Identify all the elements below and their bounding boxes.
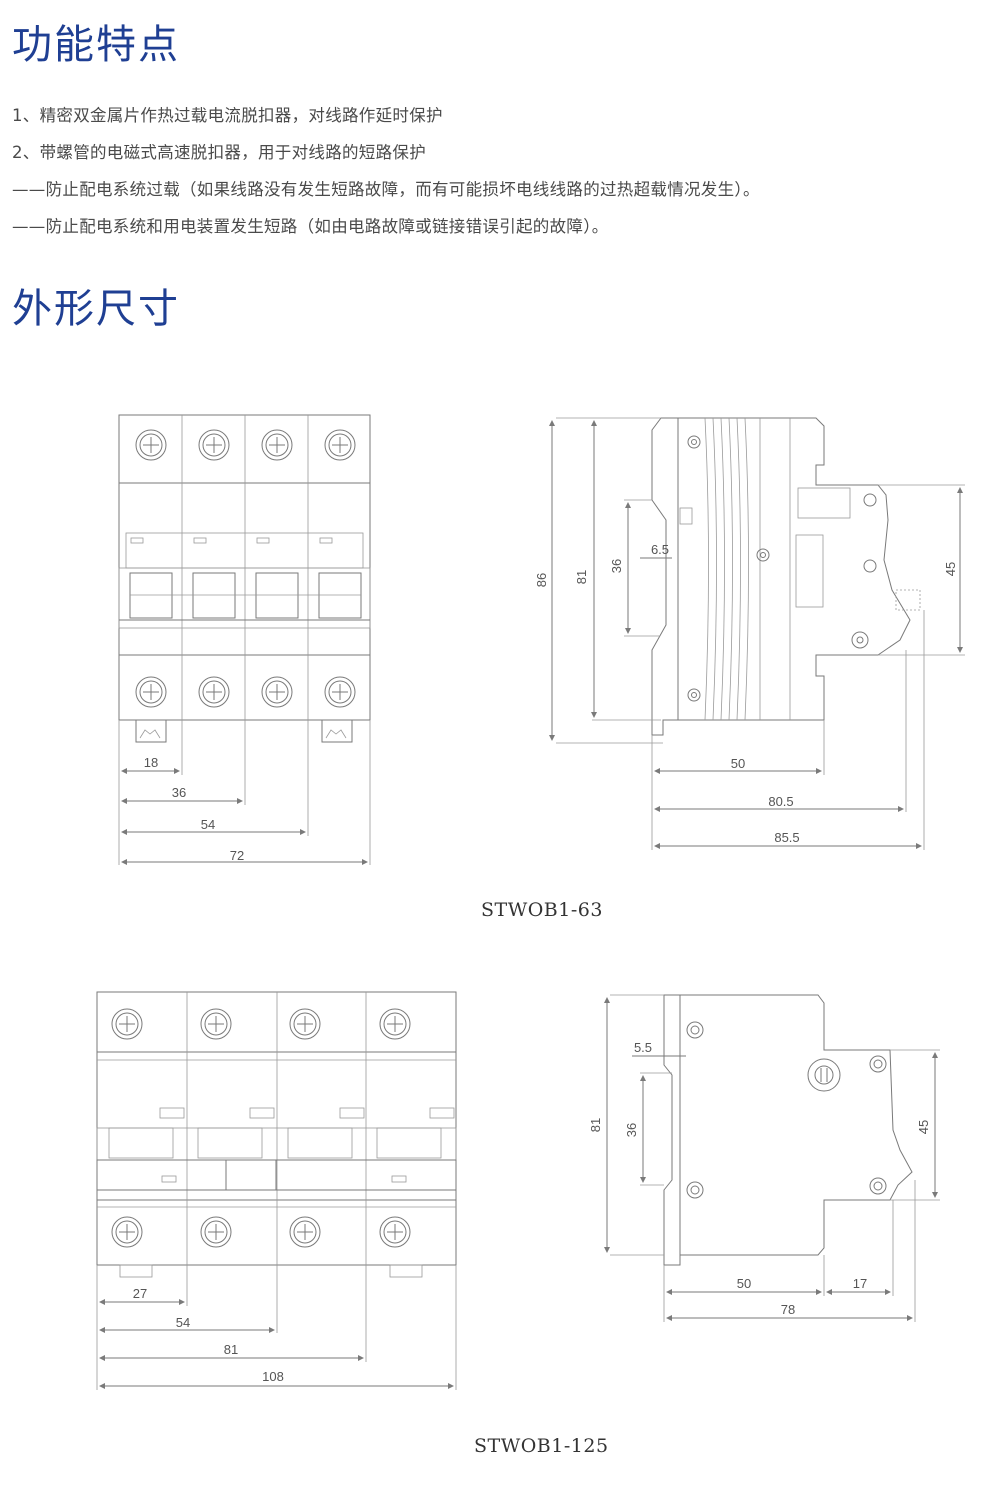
m1-side-dim-80.5: 80.5 bbox=[768, 794, 793, 809]
m2-front-dim-54: 54 bbox=[176, 1315, 190, 1330]
model1-caption: STWOB1-63 bbox=[481, 899, 603, 921]
features-heading: 功能特点 bbox=[12, 22, 180, 68]
m2-side-dim-17: 17 bbox=[853, 1276, 867, 1291]
feature-item-1: 1、精密双金属片作热过载电流脱扣器，对线路作延时保护 bbox=[12, 106, 443, 125]
m2-front-dim-81: 81 bbox=[224, 1342, 238, 1357]
model1-front-view: 18 36 54 72 bbox=[118, 414, 371, 865]
m2-side-dim-81: 81 bbox=[588, 1118, 603, 1132]
m1-side-dim-50: 50 bbox=[731, 756, 745, 771]
feature-item-3: ——防止配电系统过载（如果线路没有发生短路故障，而有可能损坏电线线路的过热超载情… bbox=[12, 180, 760, 199]
m1-side-dim-86: 86 bbox=[534, 573, 549, 587]
model1-side-view: 86 81 36 6.5 45 50 80.5 85.5 bbox=[534, 417, 965, 850]
m1-side-dim-45: 45 bbox=[943, 562, 958, 576]
m2-side-dim-45: 45 bbox=[916, 1120, 931, 1134]
m1-front-dim-72: 72 bbox=[230, 848, 244, 863]
m1-front-dim-36: 36 bbox=[172, 785, 186, 800]
m2-side-dim-50: 50 bbox=[737, 1276, 751, 1291]
m1-side-dim-6.5: 6.5 bbox=[651, 542, 669, 557]
model2-front-view: 27 54 81 108 bbox=[96, 991, 457, 1390]
dimensions-heading: 外形尺寸 bbox=[12, 286, 180, 332]
m2-side-dim-5.5: 5.5 bbox=[634, 1040, 652, 1055]
feature-item-2: 2、带螺管的电磁式高速脱扣器，用于对线路的短路保护 bbox=[12, 143, 426, 162]
m1-side-dim-81: 81 bbox=[574, 570, 589, 584]
feature-item-4: ——防止配电系统和用电装置发生短路（如由电路故障或链接错误引起的故障）。 bbox=[12, 217, 609, 236]
m1-front-dim-54: 54 bbox=[201, 817, 215, 832]
model2-side-view: 5.5 81 36 45 50 17 78 bbox=[588, 994, 940, 1322]
m2-front-dim-108: 108 bbox=[262, 1369, 284, 1384]
model2-caption: STWOB1-125 bbox=[474, 1435, 609, 1457]
m1-side-dim-85.5: 85.5 bbox=[774, 830, 799, 845]
m1-side-dim-36: 36 bbox=[609, 559, 624, 573]
m1-front-dim-18: 18 bbox=[144, 755, 158, 770]
m2-side-dim-78: 78 bbox=[781, 1302, 795, 1317]
m2-side-dim-36: 36 bbox=[624, 1123, 639, 1137]
m2-front-dim-27: 27 bbox=[133, 1286, 147, 1301]
